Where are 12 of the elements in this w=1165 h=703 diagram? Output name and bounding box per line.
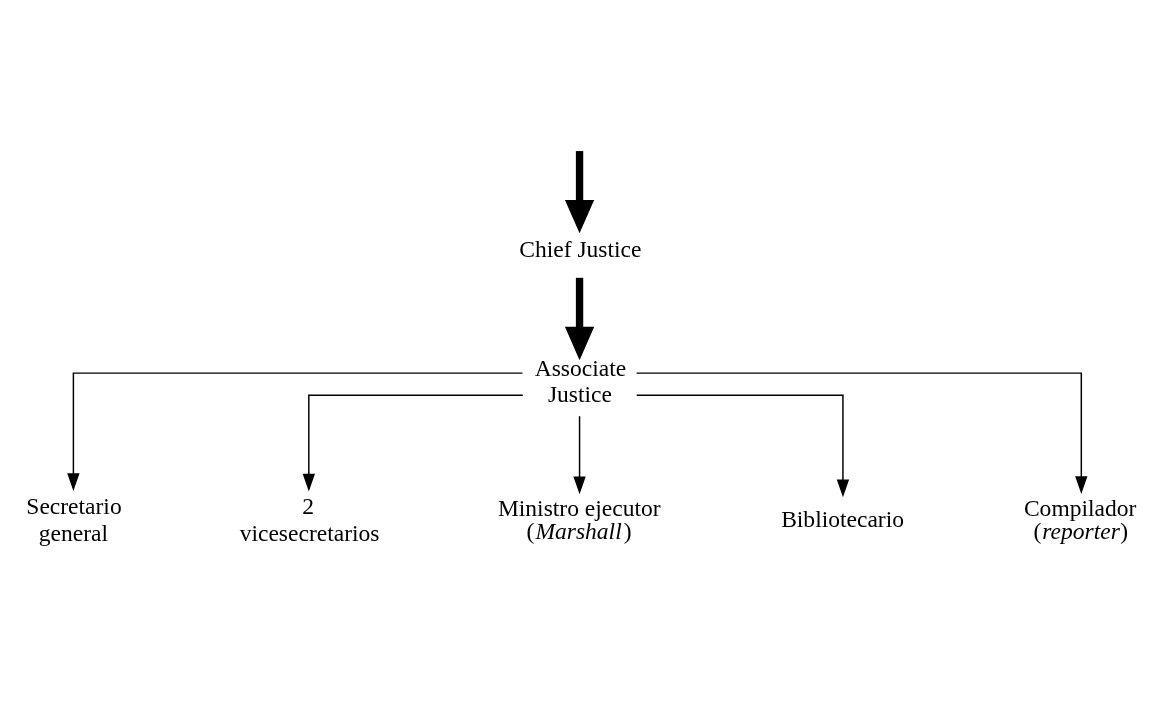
arrow <box>302 393 524 491</box>
node-text: Bibliotecario <box>781 505 904 532</box>
arrow <box>573 414 586 494</box>
node-text: Chief Justice <box>519 235 642 262</box>
node-text: Associate Justice <box>534 354 627 407</box>
arrow <box>635 393 850 497</box>
node-text: 2 vicesecretarios <box>239 492 380 546</box>
node-text: Compilador (reporter) <box>1023 494 1137 544</box>
node-text: Secretario general <box>26 492 122 546</box>
arrow <box>67 371 524 491</box>
arrow <box>635 371 1088 494</box>
node-text: Ministro ejecutor (Marshall) <box>497 494 661 544</box>
